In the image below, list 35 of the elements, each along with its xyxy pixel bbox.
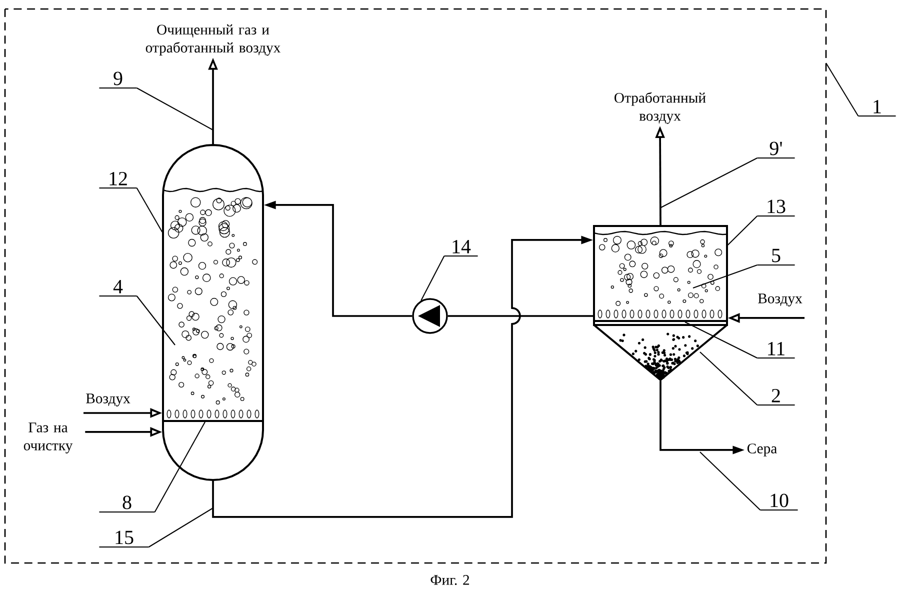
callout-number: 4 xyxy=(99,280,137,297)
pump-symbol xyxy=(412,298,448,334)
pipe-line xyxy=(448,315,594,317)
leader-line xyxy=(660,158,758,208)
leader-line xyxy=(136,296,176,346)
callout-number: 2 xyxy=(757,388,795,406)
stream-label: Очищенный газ и отработанный воздух xyxy=(146,24,281,56)
callout-number: 10 xyxy=(760,494,798,511)
leader-line xyxy=(700,452,761,510)
leader-line xyxy=(700,352,758,406)
stream-label: Воздух xyxy=(86,394,130,406)
leader-line xyxy=(692,264,758,288)
leader-line xyxy=(154,422,206,512)
callout-number: 8 xyxy=(99,496,155,513)
stream-label: Отработанный воздух xyxy=(614,92,706,124)
callout-number: 15 xyxy=(99,530,149,548)
callout-number: 12 xyxy=(99,172,137,189)
figure-caption: Фиг. 2 xyxy=(430,575,470,585)
leader-line xyxy=(727,216,758,246)
leader-line xyxy=(826,62,859,116)
stream-label: Сера xyxy=(747,444,777,456)
callout-number: 14 xyxy=(444,240,478,257)
callout-number: 9' xyxy=(757,142,795,159)
leader-line xyxy=(420,256,445,301)
callout-number: 13 xyxy=(757,200,795,217)
callout-number: 11 xyxy=(757,342,795,359)
stream-label: Воздух xyxy=(758,294,802,306)
callout-number: 9 xyxy=(99,72,137,89)
leader-line xyxy=(136,88,214,130)
tank-vessel xyxy=(593,225,728,382)
column-vessel xyxy=(162,144,264,481)
callout-number: 1 xyxy=(858,100,896,117)
stream-label: Газ на очистку xyxy=(24,422,73,454)
leader-line xyxy=(136,188,163,232)
callout-number: 5 xyxy=(757,248,795,266)
